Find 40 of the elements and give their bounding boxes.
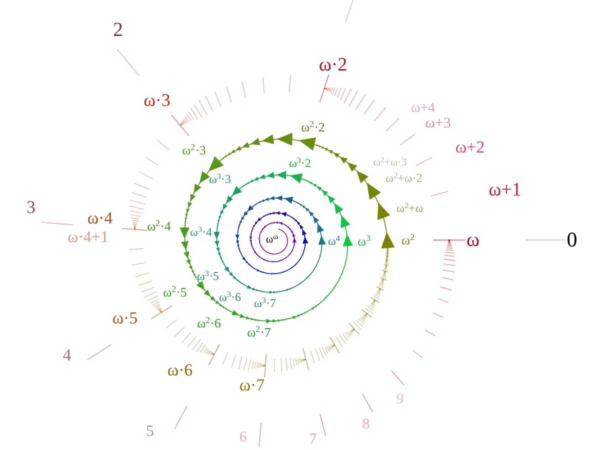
ordinal-label: 0 [566,230,578,250]
ordinal-label: ω·7 [239,376,265,394]
ordinal-label: ω$^{3}$·4 [190,226,212,238]
ordinal-label: ω+1 [488,180,522,200]
ordinal-label: ω$^{2}$·6 [197,316,221,330]
ordinal-label: ω·6 [167,362,193,378]
ordinal-label: ω$^{2}$·5 [163,286,187,298]
ordinal-label: ω·3 [144,91,170,109]
ordinal-label: ω$^{2}$ [402,234,414,246]
ordinal-label: ω$^{2}$·2 [301,120,325,134]
ordinal-label: 7 [309,432,317,448]
ordinal-label: 3 [26,198,36,216]
ordinal-label: 8 [362,418,370,432]
ordinal-label: ω·5 [112,310,138,326]
ordinal-label: ω·2 [318,56,348,74]
ordinal-label: 4 [62,346,72,364]
ordinal-label: ω·4+1 [68,230,108,246]
ordinal-label: ω$^{3}$·3 [209,173,231,185]
ordinal-label: ω$^{2}$·3 [182,144,206,156]
ordinal-label: ω$^{2}$+ω·2 [386,172,422,184]
ordinal-label: 5 [146,424,154,440]
ordinal-label: ω$^{2}$+ω·3 [373,158,407,168]
ordinal-label: ω$^{4}$ [328,235,340,247]
ordinal-label: 9 [396,392,404,408]
ordinal-label: ω+2 [455,138,485,156]
ordinal-label: ω·4 [87,210,113,226]
ordinal-label: ω$^{3}$ [358,234,370,248]
ordinal-label: ω$^{3}$·7 [254,297,276,309]
ordinal-label: ω$^{2}$·4 [147,220,171,232]
ordinal-label: ω+3 [425,116,451,132]
ordinal-label: ω [466,230,480,250]
ordinal-label: ω$^{3}$·2 [289,157,311,169]
ordinal-label: ω+4 [410,102,436,116]
ordinal-label: ω$^{3}$·6 [219,291,241,303]
ordinal-label: 2 [113,20,123,40]
ordinal-label: ω$^{ω}$ [266,234,278,246]
ordinal-label: ω$^{3}$·5 [197,270,219,282]
ordinal-label: ω$^{2}$+ω [396,202,424,214]
ordinal-label: ω$^{2}$·7 [247,326,271,338]
ordinal-label: 6 [239,430,247,446]
